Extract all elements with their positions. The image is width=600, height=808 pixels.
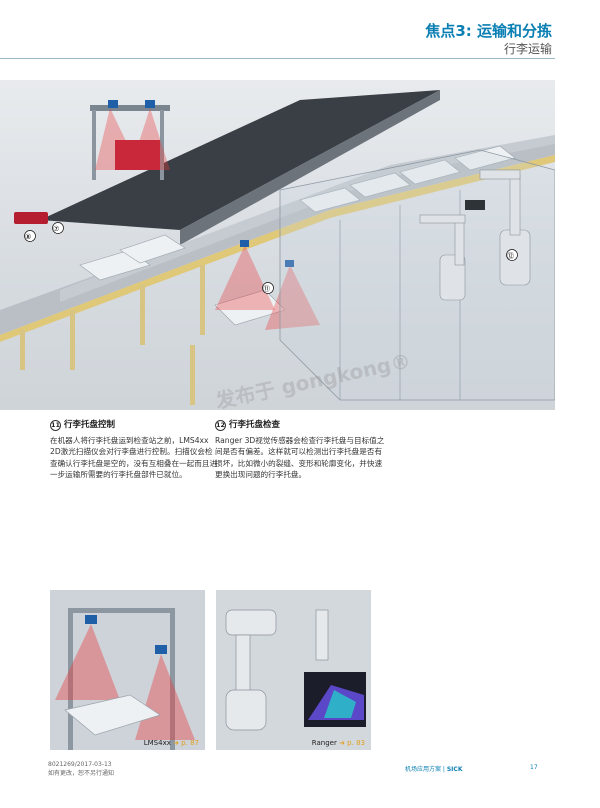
section-body: Ranger 3D视觉传感器会检查行李托盘与目标值之间是否有偏差。这样就可以检测… [215, 435, 385, 480]
header-rule [0, 58, 555, 59]
hero-illustration: ⑧ ⑦ ⑪ ⑫ 发布于 gongkong® [0, 80, 555, 410]
page-number: 17 [530, 764, 538, 771]
section-title: 行李托盘检查 [229, 420, 281, 430]
thumbnail-lms4xx: LMS4xx ➜ p. 87 [50, 590, 205, 750]
footer-doc-info: 8021269/2017-03-13 如有更改，恕不另行通知 [48, 760, 114, 778]
footer-section-label: 机场应用方案 | SICK [405, 766, 463, 773]
lms4xx-scanner-image [50, 590, 205, 750]
page-header: 焦点3: 运输和分拣 行李运输 [0, 0, 600, 62]
page-reference-link[interactable]: ➜ p. 87 [173, 739, 199, 747]
thumbnail-caption: LMS4xx ➜ p. 87 [144, 739, 199, 747]
section-number: 12 [215, 420, 226, 431]
marker-11: ⑪ [263, 285, 270, 293]
thumbnail-caption: Ranger ➜ p. 83 [312, 739, 365, 747]
doc-id: 8021269/2017-03-13 [48, 761, 112, 768]
product-name: LMS4xx [143, 739, 171, 747]
section-number: 11 [50, 420, 61, 431]
section-body: 在机器人将行李托盘运到检查站之前，LMS4xx 2D激光扫描仪会对行李盘进行控制… [50, 435, 218, 480]
change-notice: 如有更改，恕不另行通知 [48, 770, 115, 777]
brand-name: SICK [446, 766, 463, 773]
product-name: Ranger [311, 739, 337, 747]
marker-7: ⑦ [53, 225, 59, 233]
thumbnail-ranger: Ranger ➜ p. 83 [216, 590, 371, 750]
baggage-conveyor-illustration: ⑧ ⑦ ⑪ ⑫ 发布于 gongkong® [0, 90, 555, 410]
section-title: 行李托盘控制 [64, 420, 116, 430]
ranger-robot-image [216, 590, 371, 750]
marker-8: ⑧ [25, 233, 31, 241]
page-subtitle: 行李运输 [503, 42, 552, 56]
section-label: 机场应用方案 [405, 766, 442, 773]
page-title: 焦点3: 运输和分拣 [425, 22, 552, 40]
marker-12: ⑫ [507, 252, 514, 260]
page-reference-link[interactable]: ➜ p. 83 [339, 739, 365, 747]
